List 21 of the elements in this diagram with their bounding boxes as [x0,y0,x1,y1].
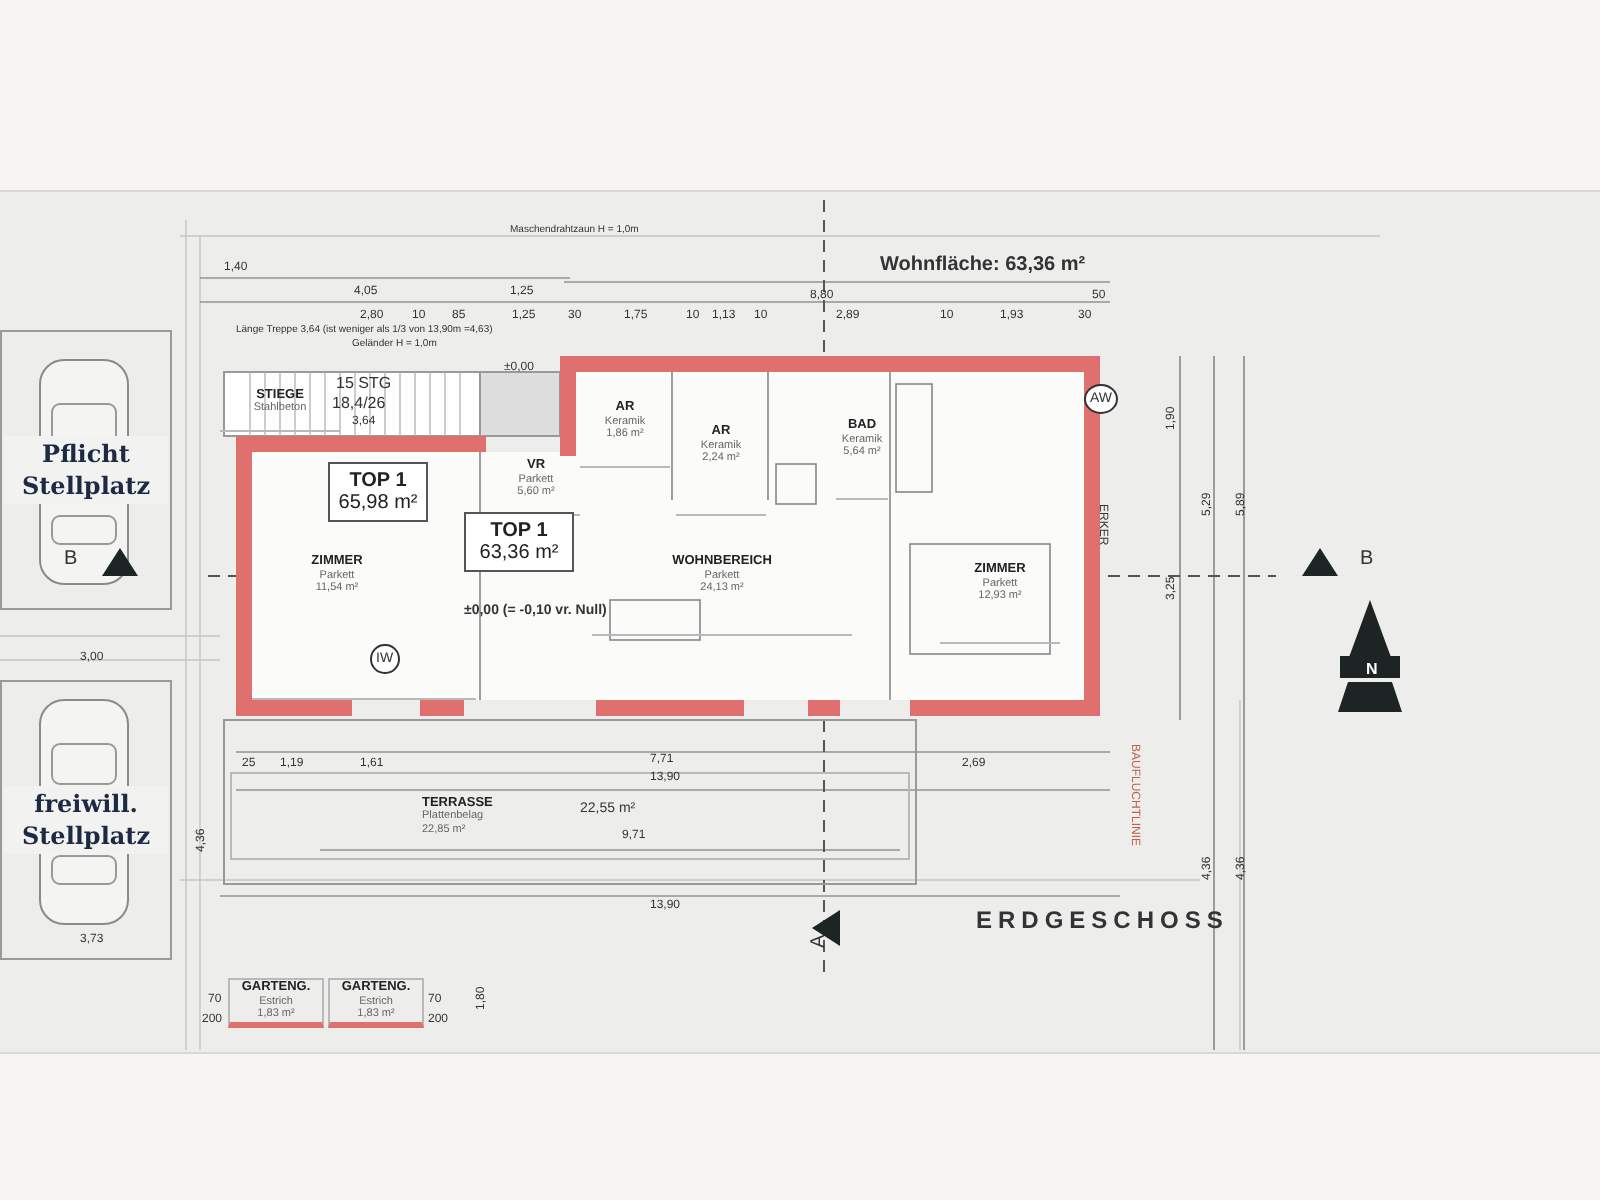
parking-label: Pflicht Stellplatz [4,435,168,505]
terrace-area [230,772,910,860]
parking-space [0,330,172,610]
room-name: TOP 1 [490,519,548,542]
shed-room [328,978,424,1028]
section-label: B [64,550,78,570]
area-value: 63,36 m² [479,542,559,565]
floor-title: ERDGESCHOSS [976,908,1229,932]
dimension-text: 18,4/26 [332,396,386,412]
shed-room [228,978,324,1028]
section-label: Wohnfläche: 63,36 m² [880,256,1086,276]
parking-space [0,680,172,960]
section-label: A [810,934,830,948]
section-label: B [1360,550,1374,570]
room-name: TOP 1 [349,469,407,492]
area-value: 65,98 m² [338,492,418,515]
area-box [328,462,428,522]
area-box [464,512,574,572]
north-label: N [1366,662,1378,678]
parking-label: freiwill. Stellplatz [4,785,168,855]
dimension-text: 15 STG [336,376,392,392]
